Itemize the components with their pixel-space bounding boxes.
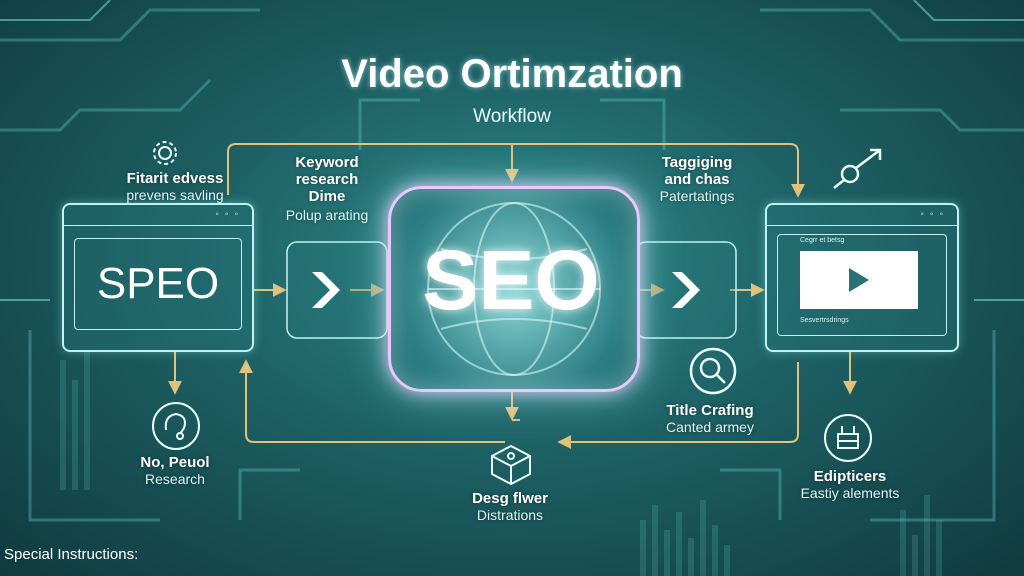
seo-center-box xyxy=(388,186,640,392)
fitarit-label-caption: prevens savling xyxy=(126,187,224,203)
edipticers-bold: Edipticers xyxy=(813,468,887,485)
title-crafting-bold: Title Crafing xyxy=(666,402,754,419)
left-panel: ◦◦◦ SPEO xyxy=(62,203,254,352)
video-player[interactable] xyxy=(800,251,918,309)
keyword-caption: Polup arating xyxy=(285,207,369,223)
edipticers-caption: Eastiy alements xyxy=(800,485,900,501)
play-icon[interactable] xyxy=(849,268,869,292)
video-footer-text: Sesvertrsdrings xyxy=(800,317,849,324)
left-panel-bar: ◦◦◦ xyxy=(64,205,252,226)
keyword-line2: research xyxy=(295,171,359,188)
seo-text: SEO xyxy=(422,233,600,327)
special-instructions: Special Instructions: xyxy=(4,546,139,563)
tagging-caption: Patertatings xyxy=(659,188,735,204)
tagging-label: Taggiging and chas Patertatings xyxy=(632,154,762,205)
window-controls-icon: ◦◦◦ xyxy=(215,209,244,220)
design-caption: Distrations xyxy=(476,507,544,523)
tagging-line1: Taggiging xyxy=(661,154,733,171)
design-bold: Desg flwer xyxy=(472,490,548,507)
keyword-label: Keyword research Dime Polup arating xyxy=(262,154,392,224)
building-icon xyxy=(822,412,874,469)
page-subtitle: Workflow xyxy=(473,106,551,127)
box-icon xyxy=(486,442,536,491)
tagging-line2: and chas xyxy=(664,171,730,188)
right-panel-bar: ◦◦◦ xyxy=(767,205,957,226)
fitarit-label-bold: Fitarit edvess xyxy=(126,170,224,187)
globe-icon xyxy=(427,202,601,376)
title-crafting-caption: Canted armey xyxy=(666,419,754,435)
chat-icon xyxy=(150,400,202,457)
edipticers-label: Edipticers Eastiy alements xyxy=(780,468,920,502)
keyword-line3: Dime xyxy=(308,188,346,205)
video-header-text: Cegrr et betsg xyxy=(800,237,845,244)
no-peuol-bold: No, Peuol xyxy=(140,454,210,471)
no-peuol-label: No, Peuol Research xyxy=(110,454,240,488)
speo-text: SPEO xyxy=(96,259,220,308)
no-peuol-caption: Research xyxy=(145,471,205,487)
search-icon xyxy=(688,346,738,401)
window-controls-icon: ◦◦◦ xyxy=(920,209,949,220)
page-title: Video Ortimzation xyxy=(341,52,683,96)
fitarit-label: Fitarit edvess prevens savling xyxy=(100,170,250,204)
gear-icon xyxy=(150,138,180,168)
title-crafting-label: Title Crafing Canted armey xyxy=(640,402,780,436)
right-panel: ◦◦◦ Cegrr et betsg Sesvertrsdrings xyxy=(765,203,959,352)
keyword-line1: Keyword xyxy=(295,154,359,171)
gender-arrow-icon xyxy=(830,144,890,199)
design-label: Desg flwer Distrations xyxy=(440,490,580,524)
